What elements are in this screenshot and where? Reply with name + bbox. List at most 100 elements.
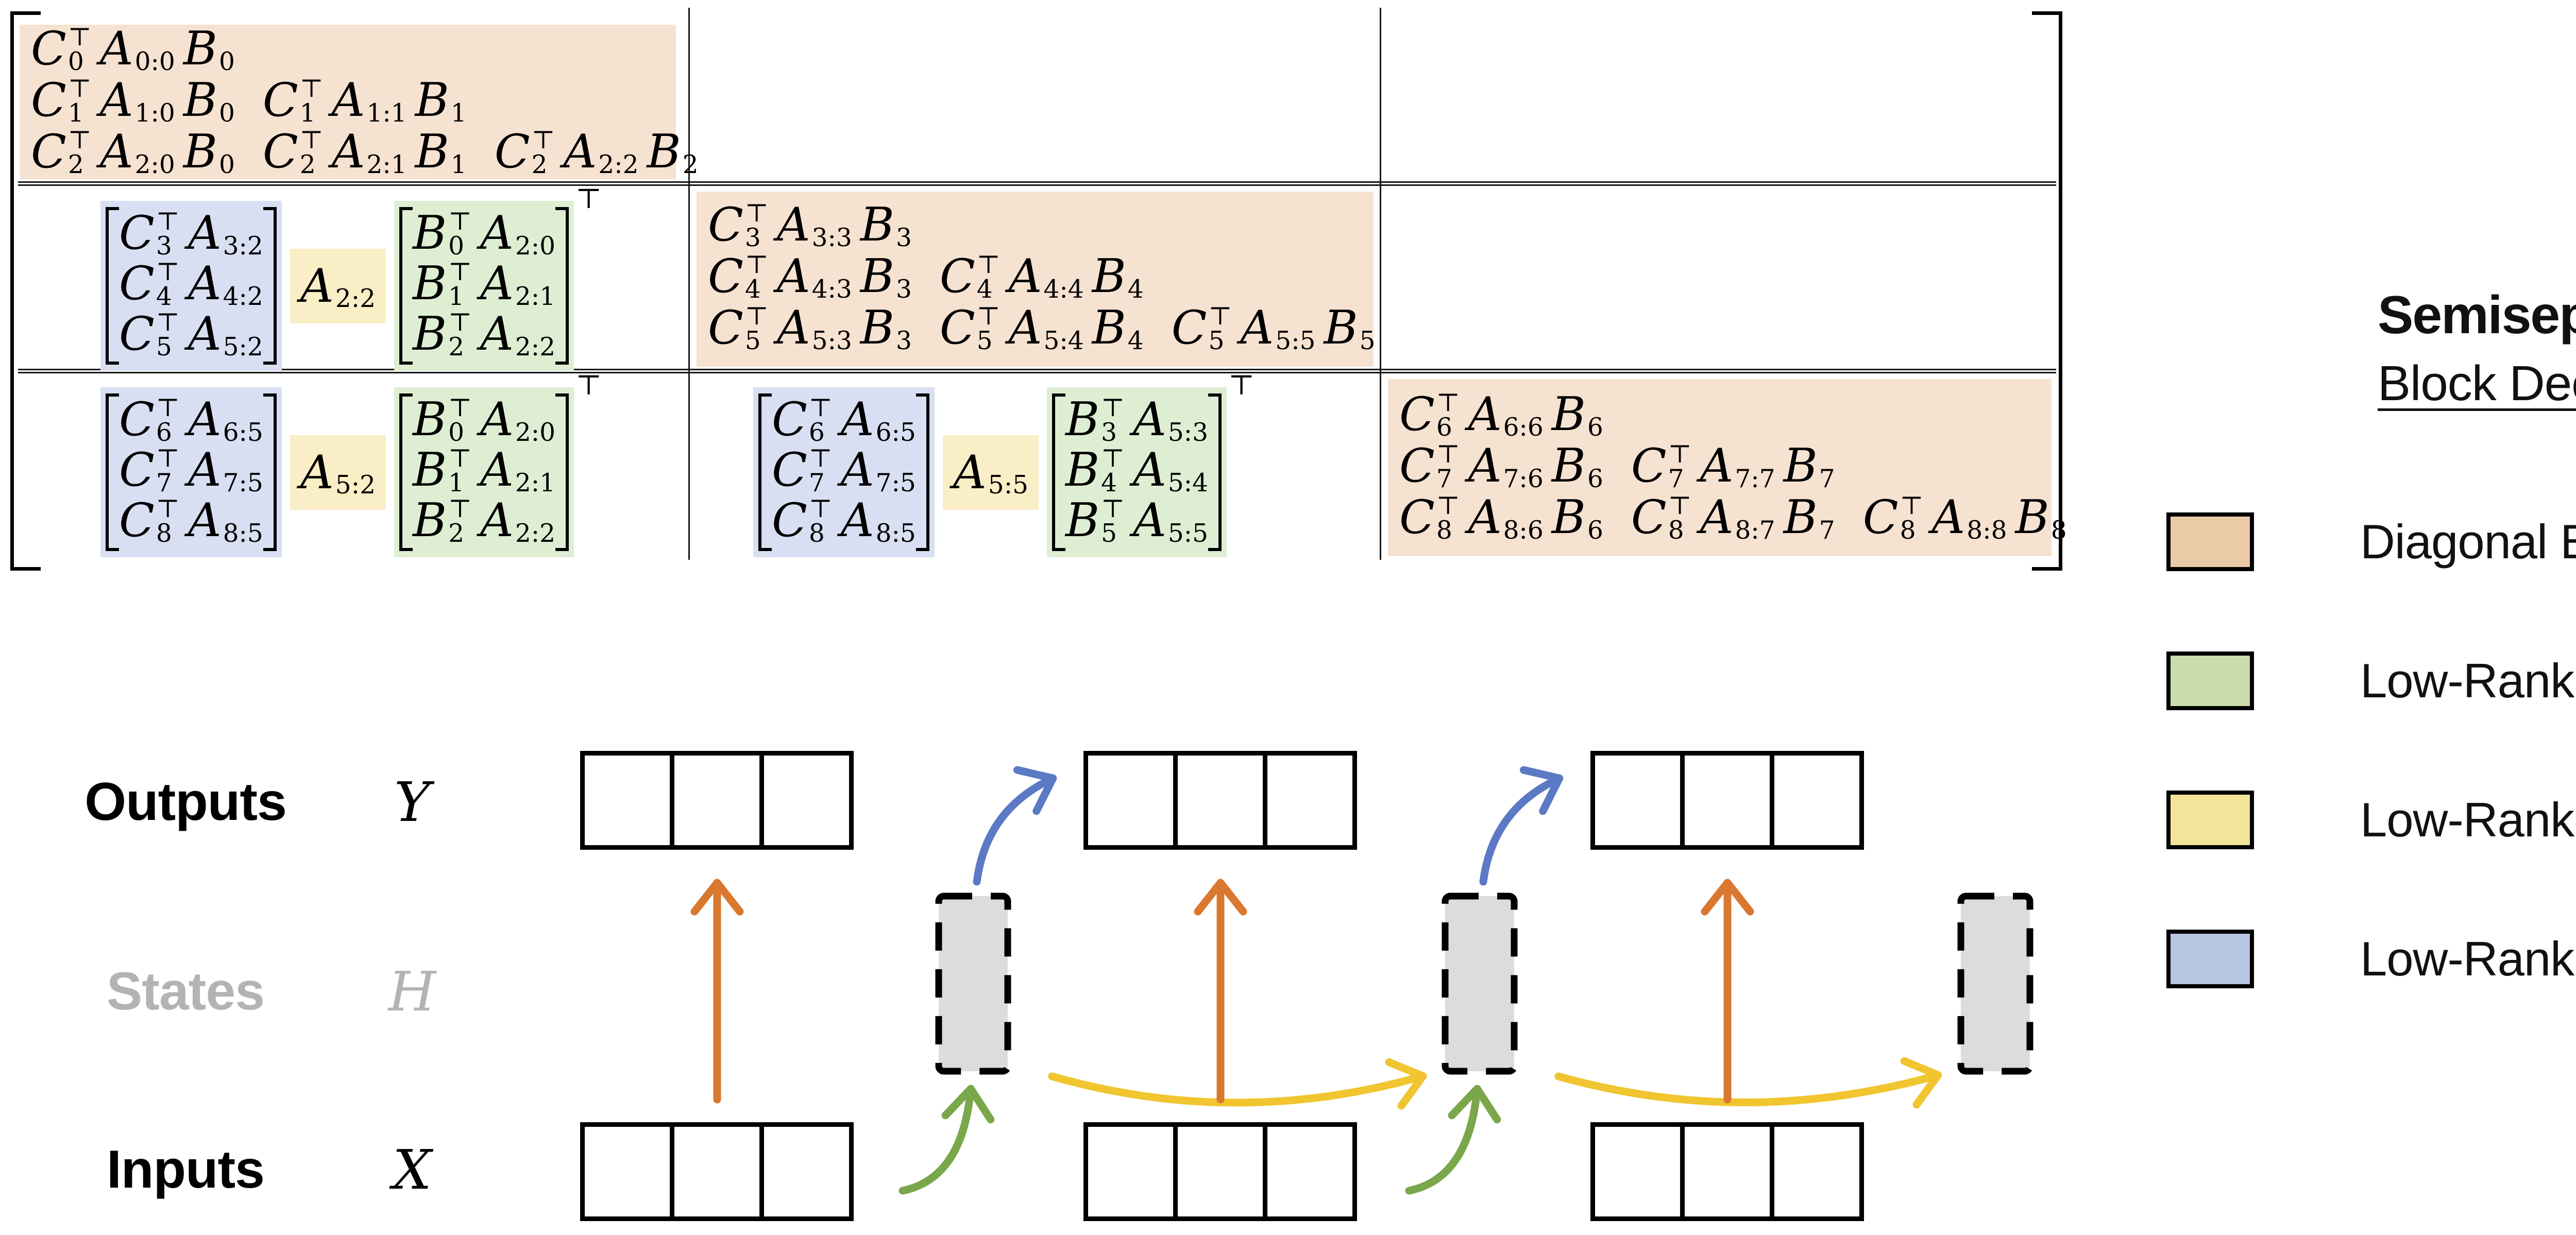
math-token: A 5:3: [1132, 392, 1209, 447]
math-token: C⊤5: [708, 301, 769, 355]
math-token: B 4: [1092, 249, 1144, 304]
math-token: C⊤6: [772, 392, 833, 447]
math-token: C⊤1: [31, 73, 92, 128]
box-cell: [1173, 751, 1267, 850]
math-token: C⊤2: [262, 125, 324, 179]
label-states: States: [106, 962, 265, 1021]
math-token: A 8:5: [188, 493, 263, 548]
states-symbol: H: [388, 960, 436, 1023]
legend-items: Diagonal Block: Input → Output Low-Rank …: [2166, 512, 2576, 988]
math-token: A 7:7: [1700, 439, 1775, 493]
box-cell: [1590, 1122, 1685, 1221]
math-token: C⊤1: [262, 73, 324, 128]
box-cell: [1680, 1122, 1774, 1221]
legend-swatch-state-state: [2166, 791, 2254, 849]
math-token: C⊤5: [939, 301, 1001, 355]
math-token: B⊤0: [413, 392, 472, 447]
math-token: B⊤2: [413, 493, 472, 548]
legend-item-input-state: Low-Rank Block: Input → State: [2166, 651, 2576, 710]
math-token: A 2:2: [480, 493, 556, 548]
math-token: A 5:2: [300, 445, 376, 500]
math-token: B 0: [183, 22, 235, 76]
box-cell: [670, 751, 764, 850]
math-token: A 3:3: [776, 198, 852, 252]
box-cell: [1770, 1122, 1864, 1221]
matrix-right-bracket: [2032, 11, 2062, 571]
legend-swatch-diagonal: [2166, 512, 2254, 571]
math-token: B⊤1: [413, 443, 472, 498]
math-token: B 1: [415, 73, 467, 128]
state-state-factor: A 5:5: [942, 435, 1039, 510]
state-to-state-arrow-1: [1048, 1058, 1427, 1110]
box-cell: [580, 1122, 674, 1221]
math-token: A 1:0: [99, 73, 175, 128]
box-cell: [670, 1122, 764, 1221]
outputs-symbol: Y: [394, 770, 430, 834]
math-token: A 1:1: [331, 73, 407, 128]
box-cell: [1083, 751, 1178, 850]
math-token: A 8:5: [840, 493, 916, 548]
box-cell: [1263, 1122, 1357, 1221]
math-token: A 2:1: [480, 443, 556, 498]
math-token: C⊤7: [772, 443, 833, 498]
math-token: A 0:0: [99, 22, 175, 76]
box-cell: [759, 1122, 854, 1221]
legend-label: Low-Rank Block: State → State: [2360, 793, 2576, 847]
math-token: B 7: [1783, 490, 1835, 545]
math-token: A 5:4: [1008, 301, 1084, 355]
math-token: C⊤4: [939, 249, 1001, 304]
input-to-state-arrow-1: [899, 1085, 995, 1195]
math-token: C⊤6: [1399, 387, 1460, 442]
legend-swatch-input-state: [2166, 651, 2254, 710]
state-state-factor: A 2:2: [290, 248, 386, 323]
box-cell: [580, 751, 674, 850]
math-token: C⊤4: [708, 249, 769, 304]
math-token: C⊤8: [1631, 490, 1692, 545]
math-formula: A 5:2: [300, 445, 376, 500]
math-token: A 2:0: [480, 392, 556, 447]
math-token: A 4:4: [1008, 249, 1084, 304]
legend-label: Diagonal Block: Input → Output: [2360, 514, 2576, 569]
math-token: B 6: [1551, 439, 1603, 493]
math-token: B 6: [1551, 387, 1603, 442]
math-token: B⊤0: [413, 206, 472, 261]
transpose-mark: ⊤: [575, 182, 602, 215]
math-token: A 2:2: [480, 307, 556, 362]
label-inputs: Inputs: [107, 1140, 265, 1199]
